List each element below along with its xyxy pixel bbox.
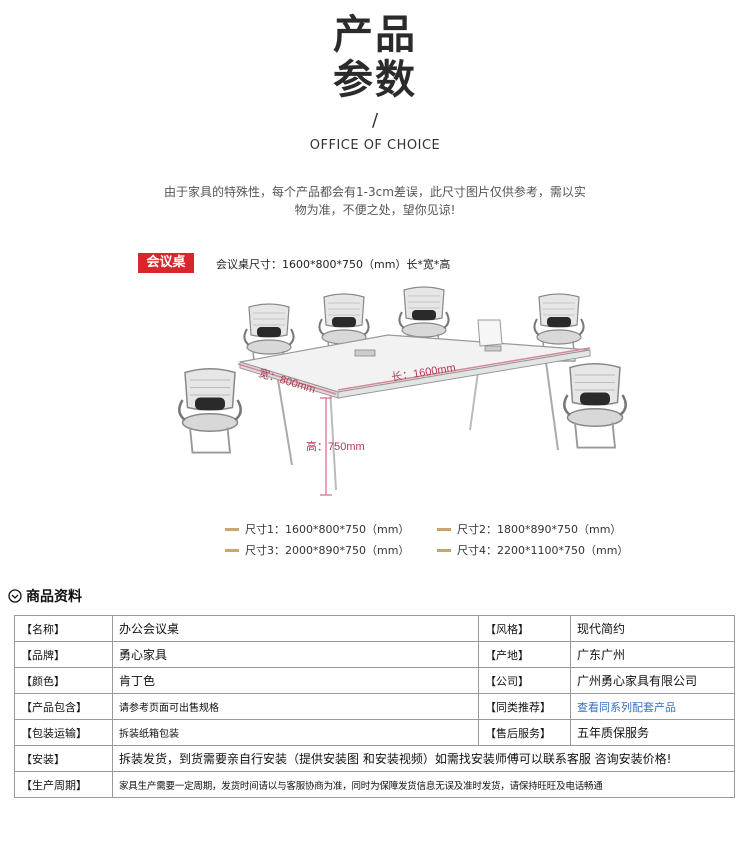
table-row: 【生产周期】 家具生产需要一定周期，发货时间请以与客服协商为准，同时为保障发货信… (14, 771, 735, 798)
size-option-4-label: 尺寸4：2200*1100*750（mm） (457, 544, 629, 557)
spec-key: 【安装】 (14, 745, 113, 772)
size-option-2: 尺寸2：1800*890*750（mm） (437, 521, 621, 537)
legend-dash-icon (437, 527, 451, 531)
size-option-1: 尺寸1：1600*800*750（mm） (225, 521, 409, 537)
page-title-line2: 参数 (333, 57, 417, 103)
table-row: 【品牌】 勇心家具 【产地】 广东广州 (14, 641, 735, 668)
table-row: 【安装】 拆装发货，到货需要亲自行安装（提供安装图 和安装视频）如需找安装师傅可… (14, 745, 735, 772)
spec-value: 广州勇心家具有限公司 (570, 667, 735, 694)
spec-key: 【风格】 (478, 615, 571, 642)
product-tag: 会议桌 (138, 253, 194, 273)
spec-value: 肯丁色 (112, 667, 479, 694)
size-option-2-label: 尺寸2：1800*890*750（mm） (457, 523, 622, 536)
title-slash: / (371, 110, 379, 131)
install-value: 拆装发货，到货需要亲自行安装（提供安装图 和安装视频）如需找安装师傅可以联系客服… (112, 745, 735, 772)
spec-value: 五年质保服务 (570, 719, 735, 746)
legend-dash-icon (437, 548, 451, 552)
spec-value: 请参考页面可出售规格 (112, 693, 479, 720)
conference-table-illustration: 宽：800mm 长：1600mm 高：750mm (178, 286, 627, 496)
size-option-4: 尺寸4：2200*1100*750（mm） (437, 542, 628, 558)
spec-key: 【公司】 (478, 667, 571, 694)
spec-key: 【颜色】 (14, 667, 113, 694)
product-info-heading: 商品资料 (8, 586, 82, 606)
spec-key: 【同类推荐】 (478, 693, 571, 720)
spec-key: 【品牌】 (14, 641, 113, 668)
size-option-3-label: 尺寸3：2000*890*750（mm） (245, 544, 410, 557)
spec-value: 办公会议桌 (112, 615, 479, 642)
spec-value: 广东广州 (570, 641, 735, 668)
size-notice: 由于家具的特殊性，每个产品都会有1-3cm差误，此尺寸图片仅供参考，需以实物为准… (164, 185, 586, 217)
legend-dash-icon (225, 527, 239, 531)
table-row: 【产品包含】 请参考页面可出售规格 【同类推荐】 查看同系列配套产品 (14, 693, 735, 720)
page-title-line1: 产品 (333, 12, 417, 58)
related-products-link[interactable]: 查看同系列配套产品 (570, 693, 735, 720)
product-info-title: 商品资料 (26, 589, 82, 605)
spec-key: 【名称】 (14, 615, 113, 642)
table-row: 【包装运输】 拆装纸箱包装 【售后服务】 五年质保服务 (14, 719, 735, 746)
table-row: 【名称】 办公会议桌 【风格】 现代简约 (14, 615, 735, 642)
spec-value: 勇心家具 (112, 641, 479, 668)
spec-key: 【包装运输】 (14, 719, 113, 746)
size-option-1-label: 尺寸1：1600*800*750（mm） (245, 523, 410, 536)
spec-table: 【名称】 办公会议桌 【风格】 现代简约 【品牌】 勇心家具 【产地】 广东广州… (14, 615, 735, 798)
page-subtitle: OFFICE OF CHOICE (309, 138, 441, 153)
spec-key: 【生产周期】 (14, 771, 113, 798)
product-size-text: 会议桌尺寸：1600*800*750（mm）长*宽*高 (216, 258, 451, 271)
chevron-down-circle-icon (8, 589, 22, 603)
dimension-height-label: 高：750mm (306, 439, 365, 453)
legend-dash-icon (225, 548, 239, 552)
spec-value: 拆装纸箱包装 (112, 719, 479, 746)
spec-value: 现代简约 (570, 615, 735, 642)
spec-key: 【产品包含】 (14, 693, 113, 720)
production-cycle-value: 家具生产需要一定周期，发货时间请以与客服协商为准，同时为保障发货信息无误及准时发… (112, 771, 735, 798)
table-row: 【颜色】 肯丁色 【公司】 广州勇心家具有限公司 (14, 667, 735, 694)
size-option-3: 尺寸3：2000*890*750（mm） (225, 542, 409, 558)
spec-key: 【产地】 (478, 641, 571, 668)
spec-key: 【售后服务】 (478, 719, 571, 746)
